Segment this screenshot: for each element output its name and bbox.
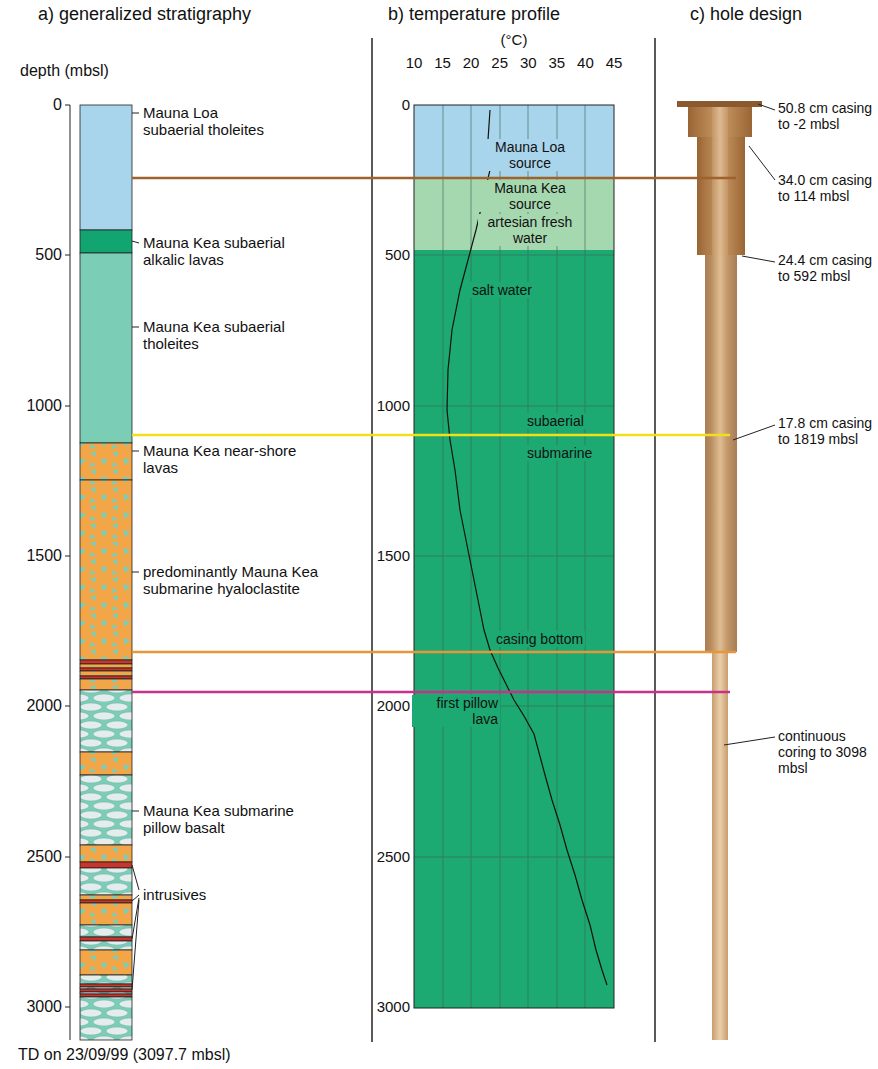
band-label: first pillow lava — [412, 695, 500, 727]
depth-tick-label: 2000 — [370, 697, 410, 714]
depth-tick-label: 1000 — [12, 397, 62, 415]
band-label: salt water — [470, 282, 534, 298]
unit-label: predominantly Mauna Kea submarine hyaloc… — [143, 563, 369, 598]
depth-tick-label: 2500 — [12, 848, 62, 866]
depth-tick-label: 500 — [12, 246, 62, 264]
unit-label: Mauna Kea subaerial alkalic lavas — [143, 234, 303, 269]
depth-tick-label: 3000 — [12, 998, 62, 1016]
aquifer-band: Mauna Loa source — [414, 105, 614, 178]
depth-tick-label: 0 — [370, 96, 410, 113]
depth-tick-label: 3000 — [370, 998, 410, 1015]
casing-label: 50.8 cm casing to -2 mbsl — [778, 100, 875, 132]
depth-tick-label: 1500 — [12, 547, 62, 565]
coring-label: continuous coring to 3098 mbsl — [778, 728, 875, 776]
casing-label: 17.8 cm casing to 1819 mbsl — [778, 415, 875, 447]
temperature-tick-label: 10 — [399, 54, 429, 71]
temperature-tick-label: 15 — [428, 54, 458, 71]
panel-title: b) temperature profile — [388, 4, 650, 25]
depth-tick-label: 2000 — [12, 697, 62, 715]
band-label: submarine — [525, 445, 594, 461]
depth-tick-label: 500 — [370, 246, 410, 263]
unit-label: Mauna Loa subaerial tholeites — [143, 104, 273, 139]
unit-label: Mauna Kea subaerial tholeites — [143, 318, 303, 353]
temperature-tick-label: 30 — [513, 54, 543, 71]
unit-label: intrusives — [143, 886, 243, 903]
band-label: Mauna Kea source — [478, 180, 582, 212]
panel-title: a) generalized stratigraphy — [38, 4, 368, 25]
temperature-tick-label: 25 — [485, 54, 515, 71]
casing-label: 34.0 cm casing to 114 mbsl — [778, 172, 875, 204]
band-label: casing bottom — [494, 631, 585, 647]
panel-title: c) hole design — [690, 4, 875, 25]
depth-tick-label: 2500 — [370, 848, 410, 865]
total-depth-note: TD on 23/09/99 (3097.7 mbsl) — [18, 1046, 418, 1064]
temperature-tick-label: 40 — [570, 54, 600, 71]
band-label: artesian fresh water — [478, 214, 582, 246]
depth-tick-label: 0 — [12, 96, 62, 114]
aquifer-band: Mauna Kea sourceartesian fresh water — [414, 178, 614, 250]
depth-tick-label: 1500 — [370, 547, 410, 564]
casing-label: 24.4 cm casing to 592 mbsl — [778, 252, 875, 284]
unit-label: Mauna Kea submarine pillow basalt — [143, 802, 303, 837]
temperature-tick-label: 35 — [542, 54, 572, 71]
depth-tick-label: 1000 — [370, 397, 410, 414]
band-label: subaerial — [525, 413, 586, 429]
temperature-tick-label: 45 — [599, 54, 629, 71]
axis-title: depth (mbsl) — [20, 62, 160, 80]
saltwater-band: salt water subaerial submarine casing botto… — [414, 250, 614, 1008]
band-label: Mauna Loa source — [480, 139, 580, 171]
temperature-tick-label: 20 — [456, 54, 486, 71]
axis-title: (°C) — [484, 31, 544, 48]
unit-label: Mauna Kea near-shore lavas — [143, 442, 303, 477]
